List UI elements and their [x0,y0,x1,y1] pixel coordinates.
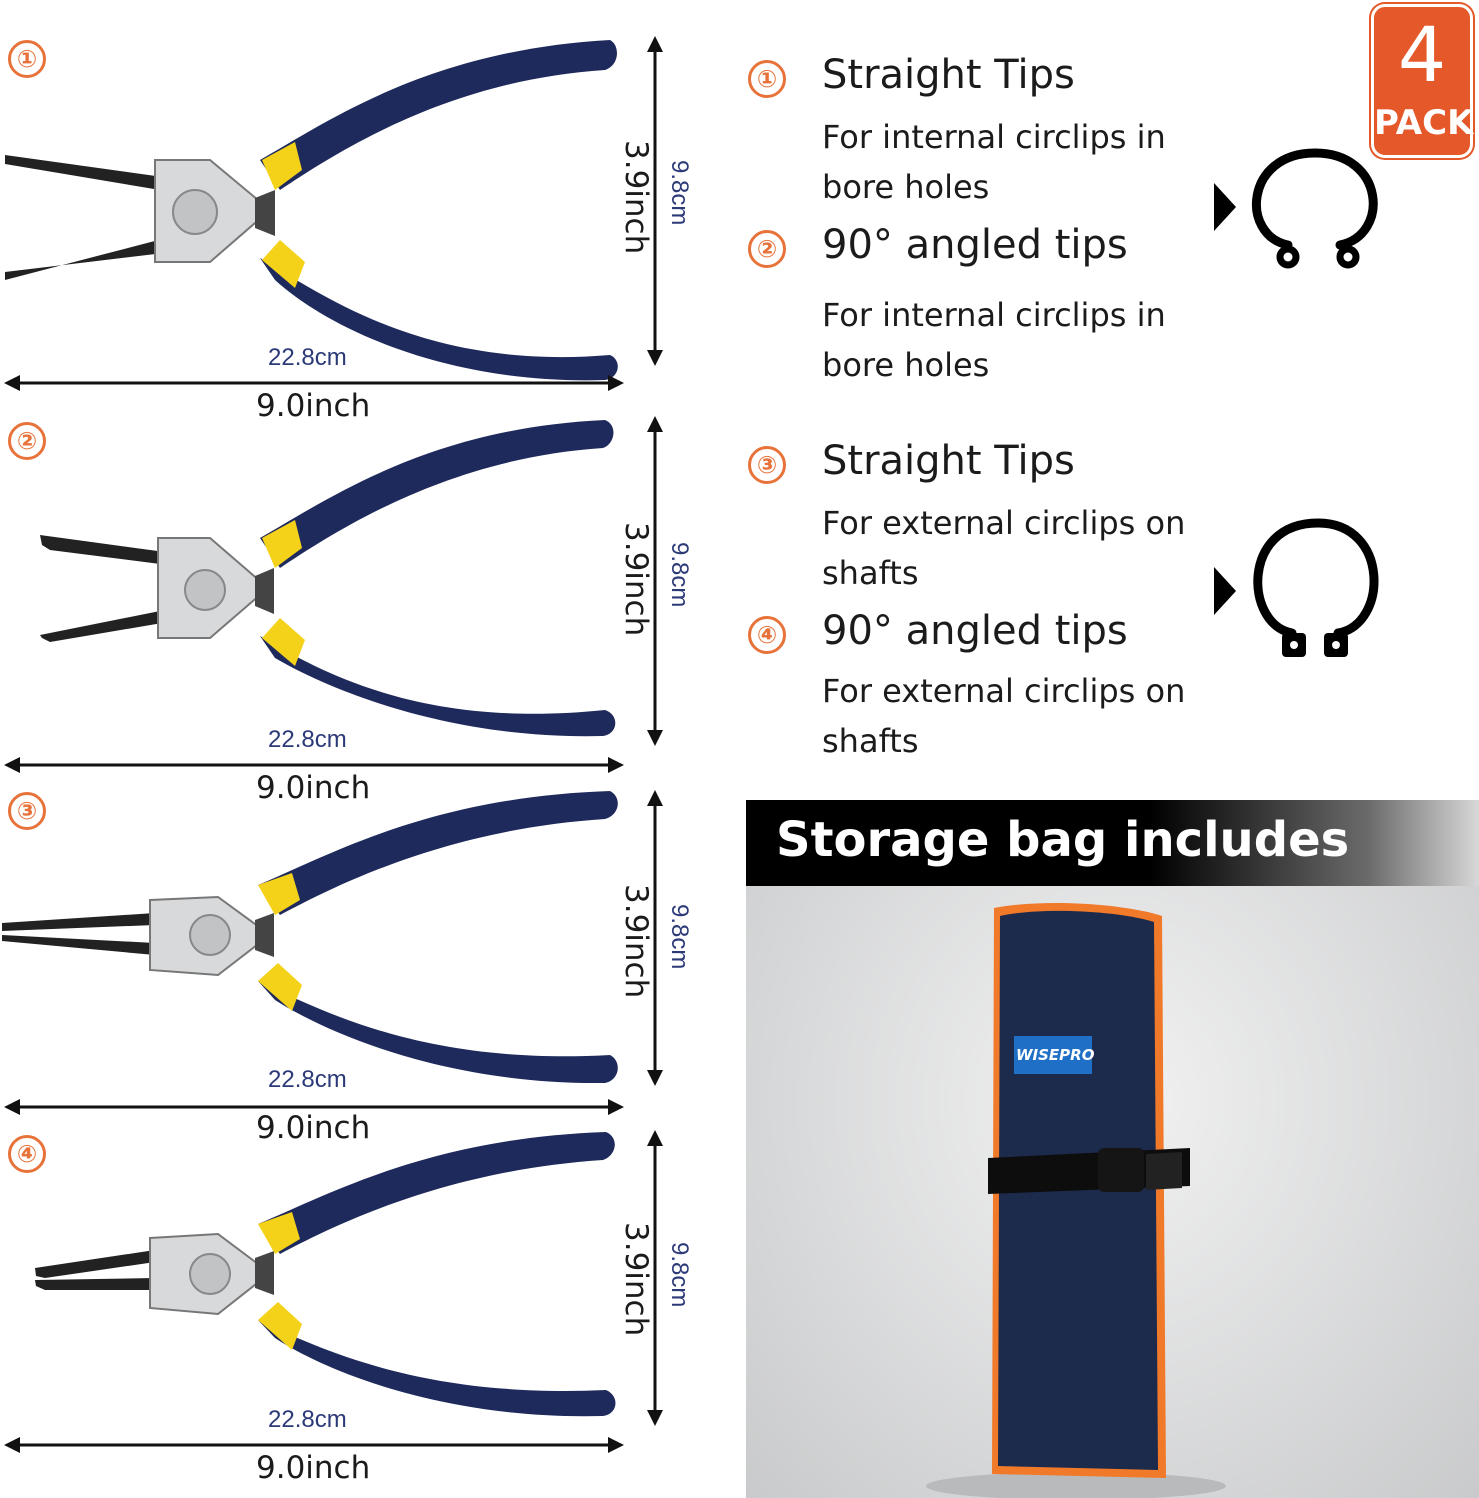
height-cm-label-1: 9.8cm [666,160,693,226]
feature-1-number-badge: ① [748,60,786,98]
feature-4-number-badge: ④ [748,616,786,654]
plier-4-number-badge: ④ [8,1135,46,1173]
feature-4-description: For external circlips on shafts [822,672,1186,760]
feature-3-title: Straight Tips [822,438,1075,484]
storage-bag-heading: Storage bag includes [776,812,1350,868]
height-cm-label-3: 9.8cm [666,904,693,970]
feature-2-description: For internal circlips in bore holes [822,296,1166,384]
angled-tip-plier-4-image [35,1132,616,1417]
height-inch-label-1: 3.9inch [618,140,654,255]
feature-2-title: 90° angled tips [822,222,1128,268]
straight-tip-plier-3-image [2,791,618,1084]
feature-4-title: 90° angled tips [822,608,1128,654]
plier-3-number-badge: ③ [8,792,46,830]
width-inch-label-2: 9.0inch [256,770,371,806]
height-cm-label-4: 9.8cm [666,1242,693,1308]
external-circlip-icon [1214,518,1379,657]
height-inch-label-2: 3.9inch [618,522,654,637]
feature-1-description: For internal circlips in bore holes [822,118,1166,206]
width-cm-label-4: 22.8cm [268,1406,347,1433]
straight-tip-plier-1-image [5,40,618,381]
feature-3-description: For external circlips on shafts [822,504,1186,592]
width-arrow-2 [4,757,624,773]
wisepro-brand-text: WISEPRO [1016,1046,1095,1064]
pack-label: PACK [1374,103,1474,143]
pack-count: 4 [1397,10,1447,99]
storage-bag-image [926,902,1226,1498]
pack-count-badge: 4 PACK [1371,4,1473,158]
width-cm-label-1: 22.8cm [268,344,347,371]
internal-circlip-icon [1214,148,1378,269]
feature-1-title: Straight Tips [822,52,1075,98]
wisepro-logo [1014,1036,1092,1074]
width-inch-label-3: 9.0inch [256,1110,371,1146]
plier-2-number-badge: ② [8,422,46,460]
height-cm-label-2: 9.8cm [666,542,693,608]
height-arrow-2 [647,416,663,746]
width-arrow-1 [4,375,624,391]
plier-1-number-badge: ① [8,40,46,78]
storage-bag-header: Storage bag includes [746,800,1479,886]
width-cm-label-2: 22.8cm [268,726,347,753]
height-inch-label-3: 3.9inch [618,884,654,999]
angled-tip-plier-2-image [40,420,616,737]
storage-bag-photo: WISEPRO [746,886,1479,1498]
height-inch-label-4: 3.9inch [618,1222,654,1337]
height-arrow-1 [647,36,663,366]
width-inch-label-4: 9.0inch [256,1450,371,1486]
width-arrow-4 [4,1437,624,1453]
feature-3-number-badge: ③ [748,446,786,484]
feature-2-number-badge: ② [748,230,786,268]
width-cm-label-3: 22.8cm [268,1066,347,1093]
width-arrow-3 [4,1099,624,1115]
height-arrow-4 [647,1130,663,1426]
height-arrow-3 [647,790,663,1086]
width-inch-label-1: 9.0inch [256,388,371,424]
